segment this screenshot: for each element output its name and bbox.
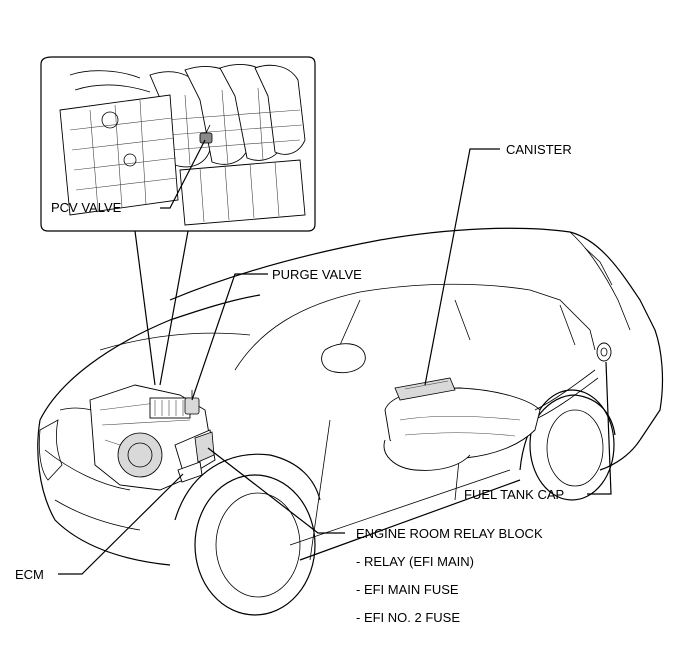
fuel-tank-cap-leader [587, 361, 612, 495]
pcv-valve-part [199, 124, 213, 144]
ecm-leader [58, 473, 184, 575]
fuel-tank-cap-part [596, 342, 612, 362]
engine-room-relay-block-and-ecm [174, 429, 216, 483]
canister-leader [424, 148, 500, 386]
fuel-tank-cap-label: FUEL TANK CAP [464, 487, 564, 502]
engine-assembly [89, 384, 211, 491]
fuel-tank-assembly [383, 369, 599, 471]
engine-room-relay-block-label: ENGINE ROOM RELAY BLOCK [356, 526, 543, 541]
purge-valve-part [184, 390, 200, 415]
engine-closeup-inset [40, 56, 316, 386]
efi-no2-fuse-label: - EFI NO. 2 FUSE [356, 610, 460, 625]
purge-valve-label: PURGE VALVE [272, 267, 362, 282]
relay-efi-main-label: - RELAY (EFI MAIN) [356, 554, 474, 569]
purge-valve-leader [191, 273, 268, 401]
ecm-label: ECM [15, 567, 44, 582]
efi-main-fuse-label: - EFI MAIN FUSE [356, 582, 459, 597]
front-wheel [174, 453, 321, 616]
labels: PCV VALVE CANISTER PURGE VALVE FUEL TANK… [15, 142, 572, 625]
leader-lines [58, 139, 612, 575]
intake-manifold-drawing [59, 64, 306, 226]
canister-part [394, 377, 456, 401]
pcv-valve-leader [160, 139, 206, 209]
relay-block-leader [207, 447, 345, 534]
canister-label: CANISTER [506, 142, 572, 157]
pcv-valve-label: PCV VALVE [51, 200, 122, 215]
